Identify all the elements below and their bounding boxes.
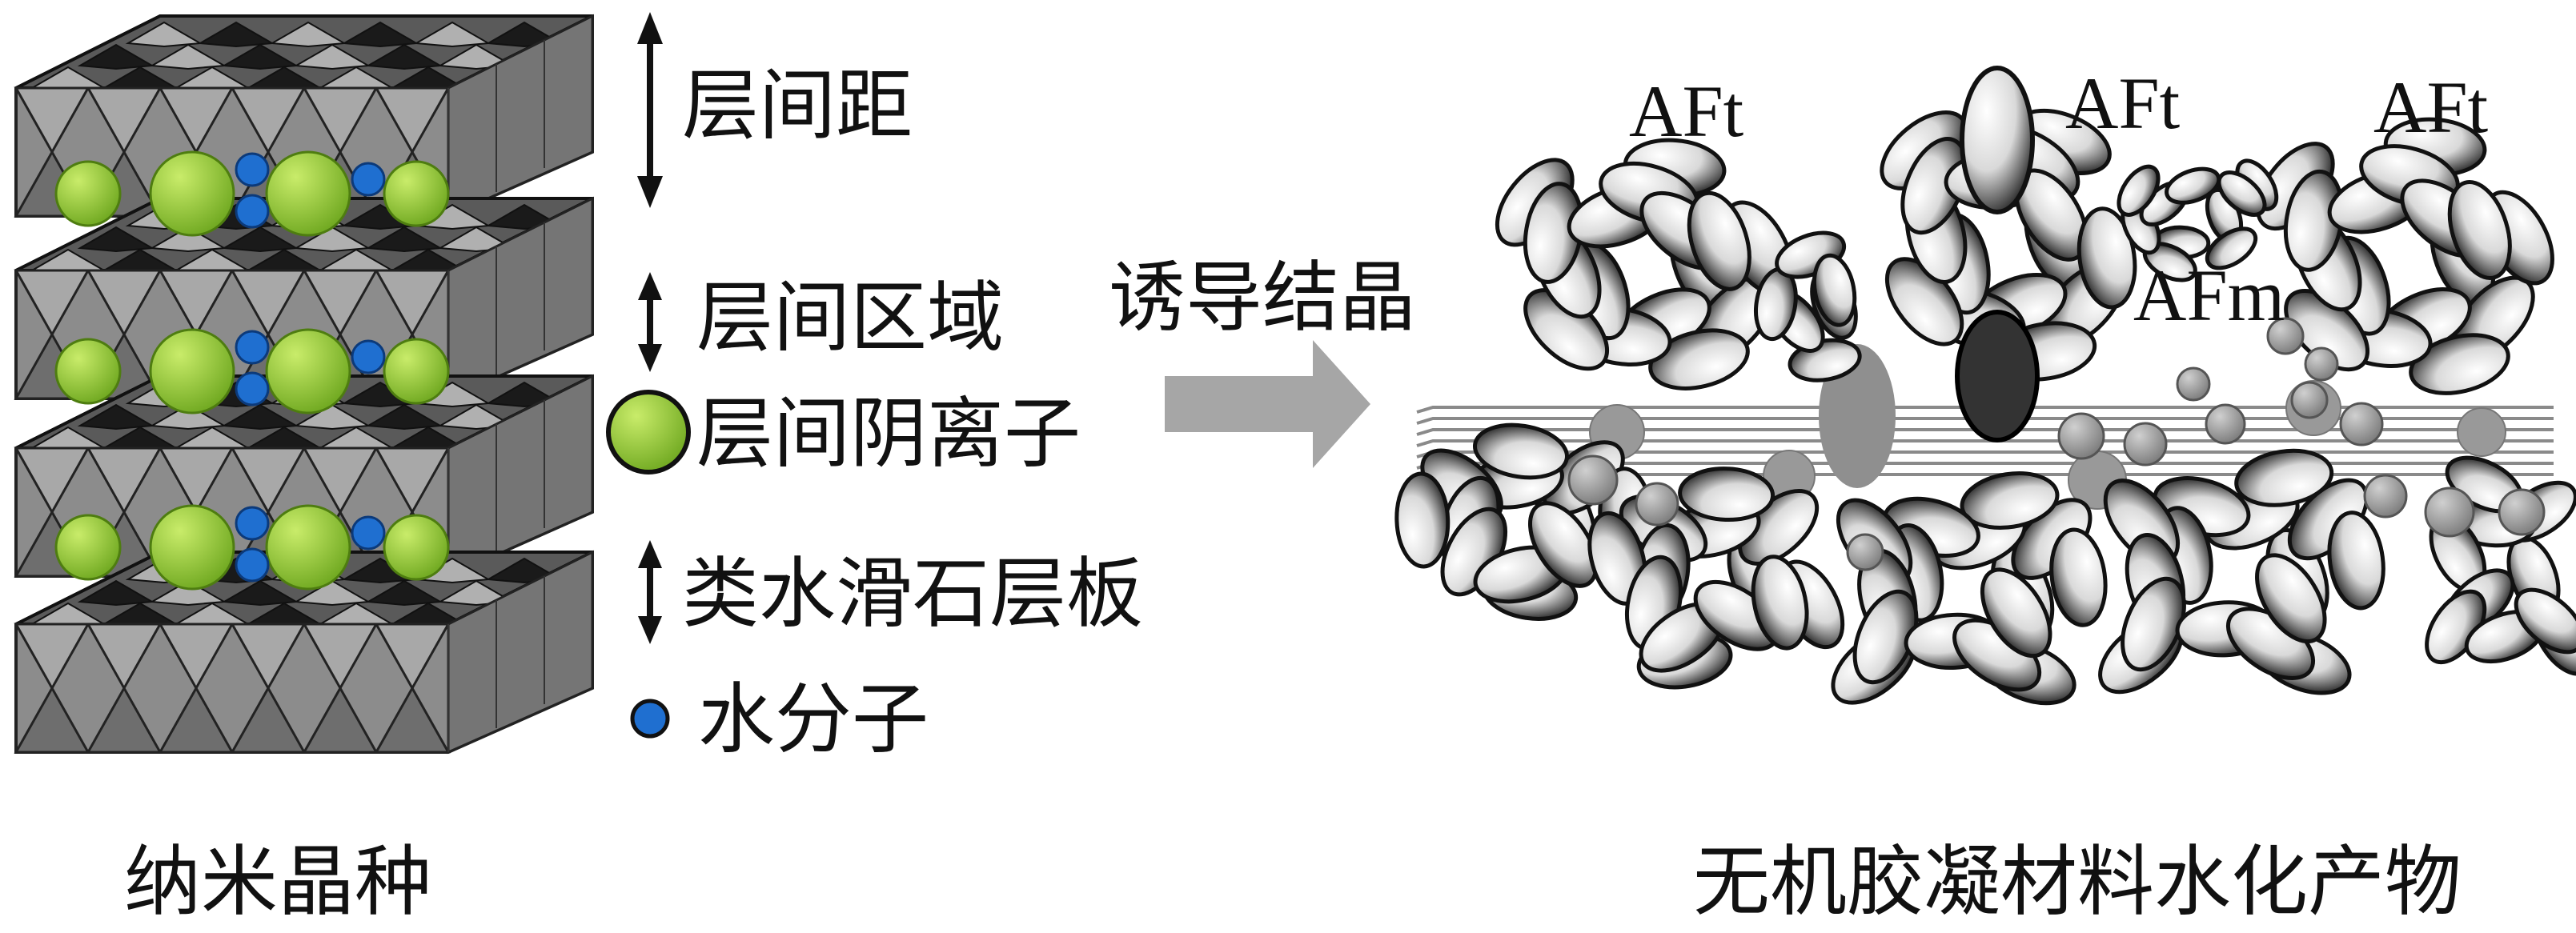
arrow-label: 诱导结晶 <box>1109 253 1416 342</box>
afm-sphere <box>2205 403 2246 445</box>
aft-crystal <box>2076 206 2137 310</box>
brucite-layer-arrow <box>638 540 662 644</box>
aft-crystal <box>1960 471 2060 530</box>
water-molecule <box>351 162 386 197</box>
induce-crystallization-arrow <box>1165 340 1370 468</box>
interlayer-anion <box>383 514 450 581</box>
afm-sphere <box>1846 533 1884 571</box>
aft-crystal <box>1751 555 1809 651</box>
interlayer-anion <box>265 504 351 591</box>
interlayer-anion <box>383 160 450 227</box>
legend-interlayer-anion-label: 层间阴离子 <box>696 389 1081 479</box>
aft-crystal <box>2514 587 2576 655</box>
aft-crystal <box>1472 422 1570 480</box>
water-molecule <box>235 371 270 406</box>
interlayer-anion <box>54 160 122 227</box>
legend-water-molecule-label: 水分子 <box>698 675 929 764</box>
afm-sphere <box>2057 412 2105 460</box>
legend-interlayer-spacing-label: 层间距 <box>682 61 913 150</box>
afm-sphere <box>2290 381 2329 419</box>
aft-label-3: AFt <box>2373 66 2489 148</box>
legend-water-swatch <box>630 699 670 739</box>
water-molecule <box>351 339 386 374</box>
water-molecule <box>235 194 270 229</box>
aft-crystal <box>2255 553 2327 644</box>
aft-crystal <box>2234 448 2334 507</box>
legend-anion-swatch <box>606 390 691 475</box>
right-caption: 无机胶凝材料水化产物 <box>1693 837 2462 927</box>
afm-sphere <box>2339 402 2384 446</box>
aft-crystal <box>1884 257 1964 346</box>
legend-interlayer-region-label: 层间区域 <box>696 273 1004 362</box>
interlayer-anion <box>149 328 235 414</box>
afm-sphere <box>1567 454 1619 506</box>
afm-sphere <box>2363 474 2408 519</box>
aft-crystal <box>1980 567 2052 659</box>
aft-crystal <box>1394 471 1451 569</box>
csh-particle <box>1819 344 1896 488</box>
afm-sphere <box>2304 346 2339 382</box>
aft-crystal <box>2327 511 2385 611</box>
aft-crystal <box>2205 226 2258 270</box>
aft-crystal <box>1955 310 2040 442</box>
water-molecule <box>351 515 386 551</box>
afm-sphere <box>2266 317 2305 355</box>
aft-label-1: AFt <box>1629 70 1744 152</box>
nano-seed-structure <box>14 14 594 755</box>
aft-crystal <box>1527 501 1599 588</box>
interlayer-region-arrow <box>638 272 662 372</box>
interlayer-anion <box>149 150 235 237</box>
afm-spheres <box>1567 317 2546 571</box>
interlayer-anion <box>149 504 235 591</box>
water-molecule <box>235 506 270 541</box>
interlayer-anion <box>265 328 351 414</box>
aft-crystal-clusters <box>1394 66 2576 706</box>
afm-sphere <box>2424 487 2475 538</box>
afm-sphere <box>2176 366 2211 402</box>
afm-sphere <box>2123 422 2168 466</box>
water-molecule <box>235 547 270 583</box>
aft-crystal <box>1687 190 1751 291</box>
aft-crystal <box>2217 170 2267 217</box>
aft-crystal <box>2409 333 2510 395</box>
afm-sphere <box>2498 488 2546 536</box>
aft-crystal <box>1812 253 1857 327</box>
hydration-products-illustration <box>1394 66 2576 706</box>
csh-particle <box>2457 407 2506 457</box>
water-molecule <box>235 152 270 187</box>
aft-crystal <box>2049 527 2108 627</box>
legend-brucite-layer-label: 类水滑石层板 <box>682 549 1143 639</box>
aft-crystal <box>1960 66 2035 214</box>
interlayer-anion <box>54 338 122 405</box>
interlayer-anion <box>265 150 351 237</box>
interlayer-spacing-arrow <box>637 12 663 208</box>
afm-label: AFm <box>2133 254 2285 336</box>
aft-label-2: AFt <box>2065 62 2181 144</box>
aft-crystal <box>2117 164 2161 217</box>
interlayer-anion <box>54 514 122 581</box>
water-molecule <box>235 330 270 365</box>
aft-crystal <box>1678 466 1776 523</box>
interlayer-anion <box>383 338 450 405</box>
afm-sphere <box>1635 482 1679 527</box>
aft-crystal <box>2447 179 2512 281</box>
left-caption: 纳米晶种 <box>124 837 431 927</box>
aft-crystal <box>1648 328 1750 390</box>
